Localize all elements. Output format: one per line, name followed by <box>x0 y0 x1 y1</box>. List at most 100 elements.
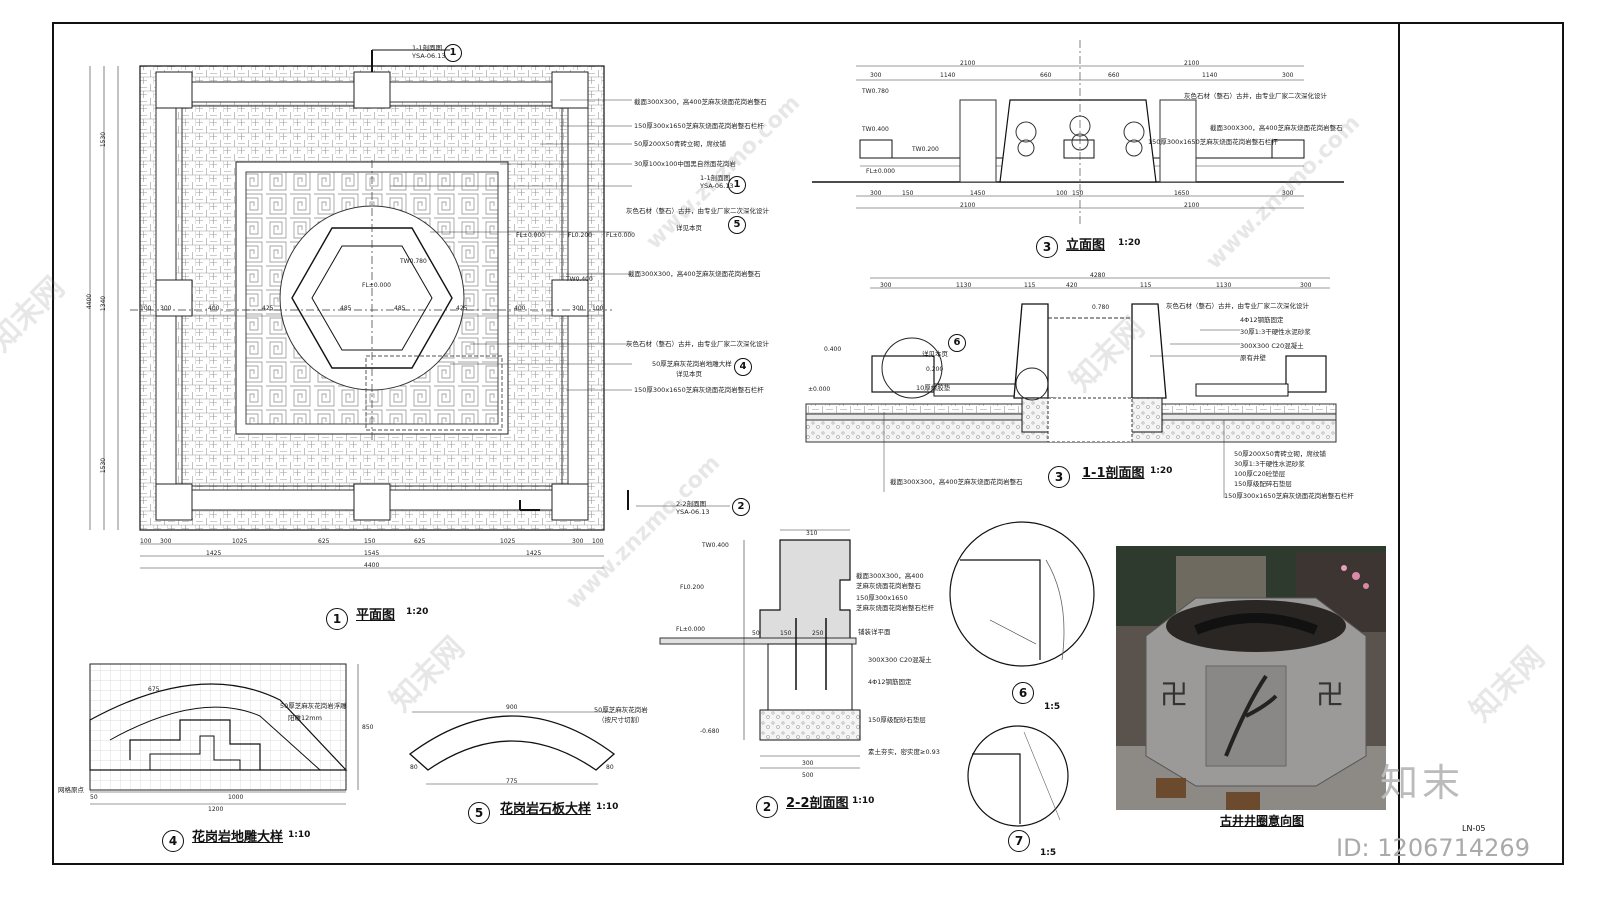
carving-view-scale: 1:10 <box>288 830 311 840</box>
sec11-dim-top: 1130 <box>956 282 972 289</box>
elev-dim-bottom: 2100 <box>960 202 976 209</box>
sec11-dim-top: 1130 <box>1216 282 1232 289</box>
carving-note: 50厚芝麻灰花岗岩浮雕 <box>280 702 347 710</box>
section-2-2-view <box>659 529 861 769</box>
plan-note: 150厚300x1650芝麻灰烧面花岗岩整石栏杆 <box>634 386 764 394</box>
carving-dim: 50 <box>90 794 98 801</box>
section11-view-title: 1-1剖面图 <box>1082 466 1145 481</box>
sec11-dim-top: 300 <box>1300 282 1312 289</box>
plan-dim-mid: 100 <box>592 305 604 312</box>
sec22-dim: 150 <box>780 630 792 637</box>
sec11-ref-6: 6 <box>948 334 966 352</box>
elev-dim-bottom: 100 <box>1056 190 1068 197</box>
slab-detail-view <box>408 711 616 785</box>
sec22-note: 芝麻灰烧面花岗岩整石栏杆 <box>856 604 934 612</box>
plan-view <box>89 49 730 569</box>
elev-note: 150厚300x1650芝麻灰烧面花岗岩整石栏杆 <box>1148 138 1278 146</box>
slab-view-title: 花岗岩石板大样 <box>500 802 592 817</box>
elev-dim-top: 660 <box>1108 72 1120 79</box>
detail7-scale: 1:5 <box>1040 848 1057 858</box>
sec11-dim-top: 4280 <box>1090 272 1106 279</box>
plan-dim-mid: 425 <box>456 305 468 312</box>
plan-section-ref-num: 1 <box>444 44 462 62</box>
sec22-level: FL0.200 <box>680 584 704 591</box>
plan-dim-mid: 425 <box>262 305 274 312</box>
sec22-note: 300X300 C20混凝土 <box>868 656 932 664</box>
carving-note: 阳雕12mm <box>288 714 322 722</box>
plan-level: FL±0.000 <box>362 282 391 289</box>
detail-circles-view <box>949 521 1095 827</box>
elev-dim-top: 1140 <box>1202 72 1218 79</box>
slab-view-scale: 1:10 <box>596 802 619 812</box>
elev-dim-top: 2100 <box>960 60 976 67</box>
elev-dim-bottom: 2100 <box>1184 202 1200 209</box>
title-block <box>1398 22 1564 865</box>
sec11-note: 10厚橡胶垫 <box>916 384 951 392</box>
plan-dim-bottom: 625 <box>318 538 330 545</box>
carving-view-number: 4 <box>162 830 184 852</box>
plan-ref-4: 4 <box>734 358 752 376</box>
drawing-frame <box>52 22 1564 865</box>
sec11-note: 100厚C20砼垫层 <box>1234 470 1286 478</box>
sec22-dim: 50 <box>752 630 760 637</box>
elev-note: 截面300X300，高400芝麻灰烧面花岗岩整石 <box>1210 124 1343 132</box>
section11-view-scale: 1:20 <box>1150 466 1173 476</box>
plan-dim-bottom2: 1545 <box>364 550 380 557</box>
plan-note: 30厚100x100中国黑自然面花岗岩 <box>634 160 736 168</box>
carving-dim: 1000 <box>228 794 244 801</box>
sec11-dim-top: 420 <box>1066 282 1078 289</box>
elev-dim-top: 2100 <box>1184 60 1200 67</box>
slab-dim: 900 <box>506 704 518 711</box>
plan-view-scale: 1:20 <box>406 607 429 617</box>
sec22-note: 铺装详平面 <box>858 628 891 636</box>
plan-note: YSA-06.13 <box>700 182 734 190</box>
sec11-level: ±0.000 <box>808 386 831 393</box>
plan-ref-1: 1 <box>728 176 746 194</box>
elev-dim-top: 660 <box>1040 72 1052 79</box>
plan-dim-bottom: 300 <box>572 538 584 545</box>
elev-dim-bottom: 300 <box>870 190 882 197</box>
plan-dim-left: 4400 <box>86 293 94 310</box>
plan-dim-left: 1530 <box>100 457 108 474</box>
svg-text:卍: 卍 <box>1160 678 1188 711</box>
elevation-view-number: 3 <box>1036 236 1058 258</box>
sec11-level: 0.200 <box>926 366 944 373</box>
sec22-level: FL±0.000 <box>676 626 705 633</box>
sec11-level: 0.400 <box>824 346 842 353</box>
plan-dim-mid: 100 <box>140 305 152 312</box>
section11-view-number: 3 <box>1048 466 1070 488</box>
sec11-note: 30厚1:3干硬性水泥砂浆 <box>1240 328 1311 336</box>
sec22-note: 150厚级配砂石垫层 <box>868 716 926 724</box>
plan-note: 详见本页 <box>676 224 702 232</box>
brand-logo-text: 知末 <box>1380 761 1465 805</box>
sec11-dim-top: 115 <box>1024 282 1036 289</box>
sec11-note: 灰色石材（整石）古井，由专业厂家二次深化设计 <box>1166 302 1309 310</box>
section22-view-number: 2 <box>756 796 778 818</box>
carving-view-title: 花岗岩地雕大样 <box>192 830 284 845</box>
sec22-note: 150厚300x1650 <box>856 594 908 602</box>
sec11-note: 详见本页 <box>922 350 948 358</box>
sec11-dim-top: 300 <box>880 282 892 289</box>
elev-dim-bottom: 150 <box>1072 190 1084 197</box>
plan-dim-mid: 485 <box>394 305 406 312</box>
plan-view-number: 1 <box>326 608 348 630</box>
elev-level: TW0.780 <box>862 88 889 95</box>
carving-dim: 850 <box>362 724 374 731</box>
plan-dim-mid: 300 <box>160 305 172 312</box>
plan-view-title: 平面图 <box>356 608 396 623</box>
plan-ref-2: 2 <box>732 498 750 516</box>
plan-dim-left: 1340 <box>100 295 108 312</box>
detail7-number: 7 <box>1008 830 1030 852</box>
plan-level: TW0.400 <box>566 276 593 283</box>
sec22-note: 截面300X300，高400 <box>856 572 924 580</box>
plan-note: 灰色石材（整石）古井，由专业厂家二次深化设计 <box>626 340 769 348</box>
plan-note: 50厚200X50青砖立砌，席纹铺 <box>634 140 726 148</box>
elev-level: FL±0.000 <box>866 168 895 175</box>
photo-caption: 古井井圈意向图 <box>1220 814 1305 828</box>
elev-dim-top: 300 <box>870 72 882 79</box>
elev-level: TW0.400 <box>862 126 889 133</box>
sec11-note: 50厚200X50青砖立砌，席纹铺 <box>1234 450 1326 458</box>
plan-note: 150厚300x1650芝麻灰烧面花岗岩整石栏杆 <box>634 122 764 130</box>
plan-dim-bottom: 100 <box>592 538 604 545</box>
